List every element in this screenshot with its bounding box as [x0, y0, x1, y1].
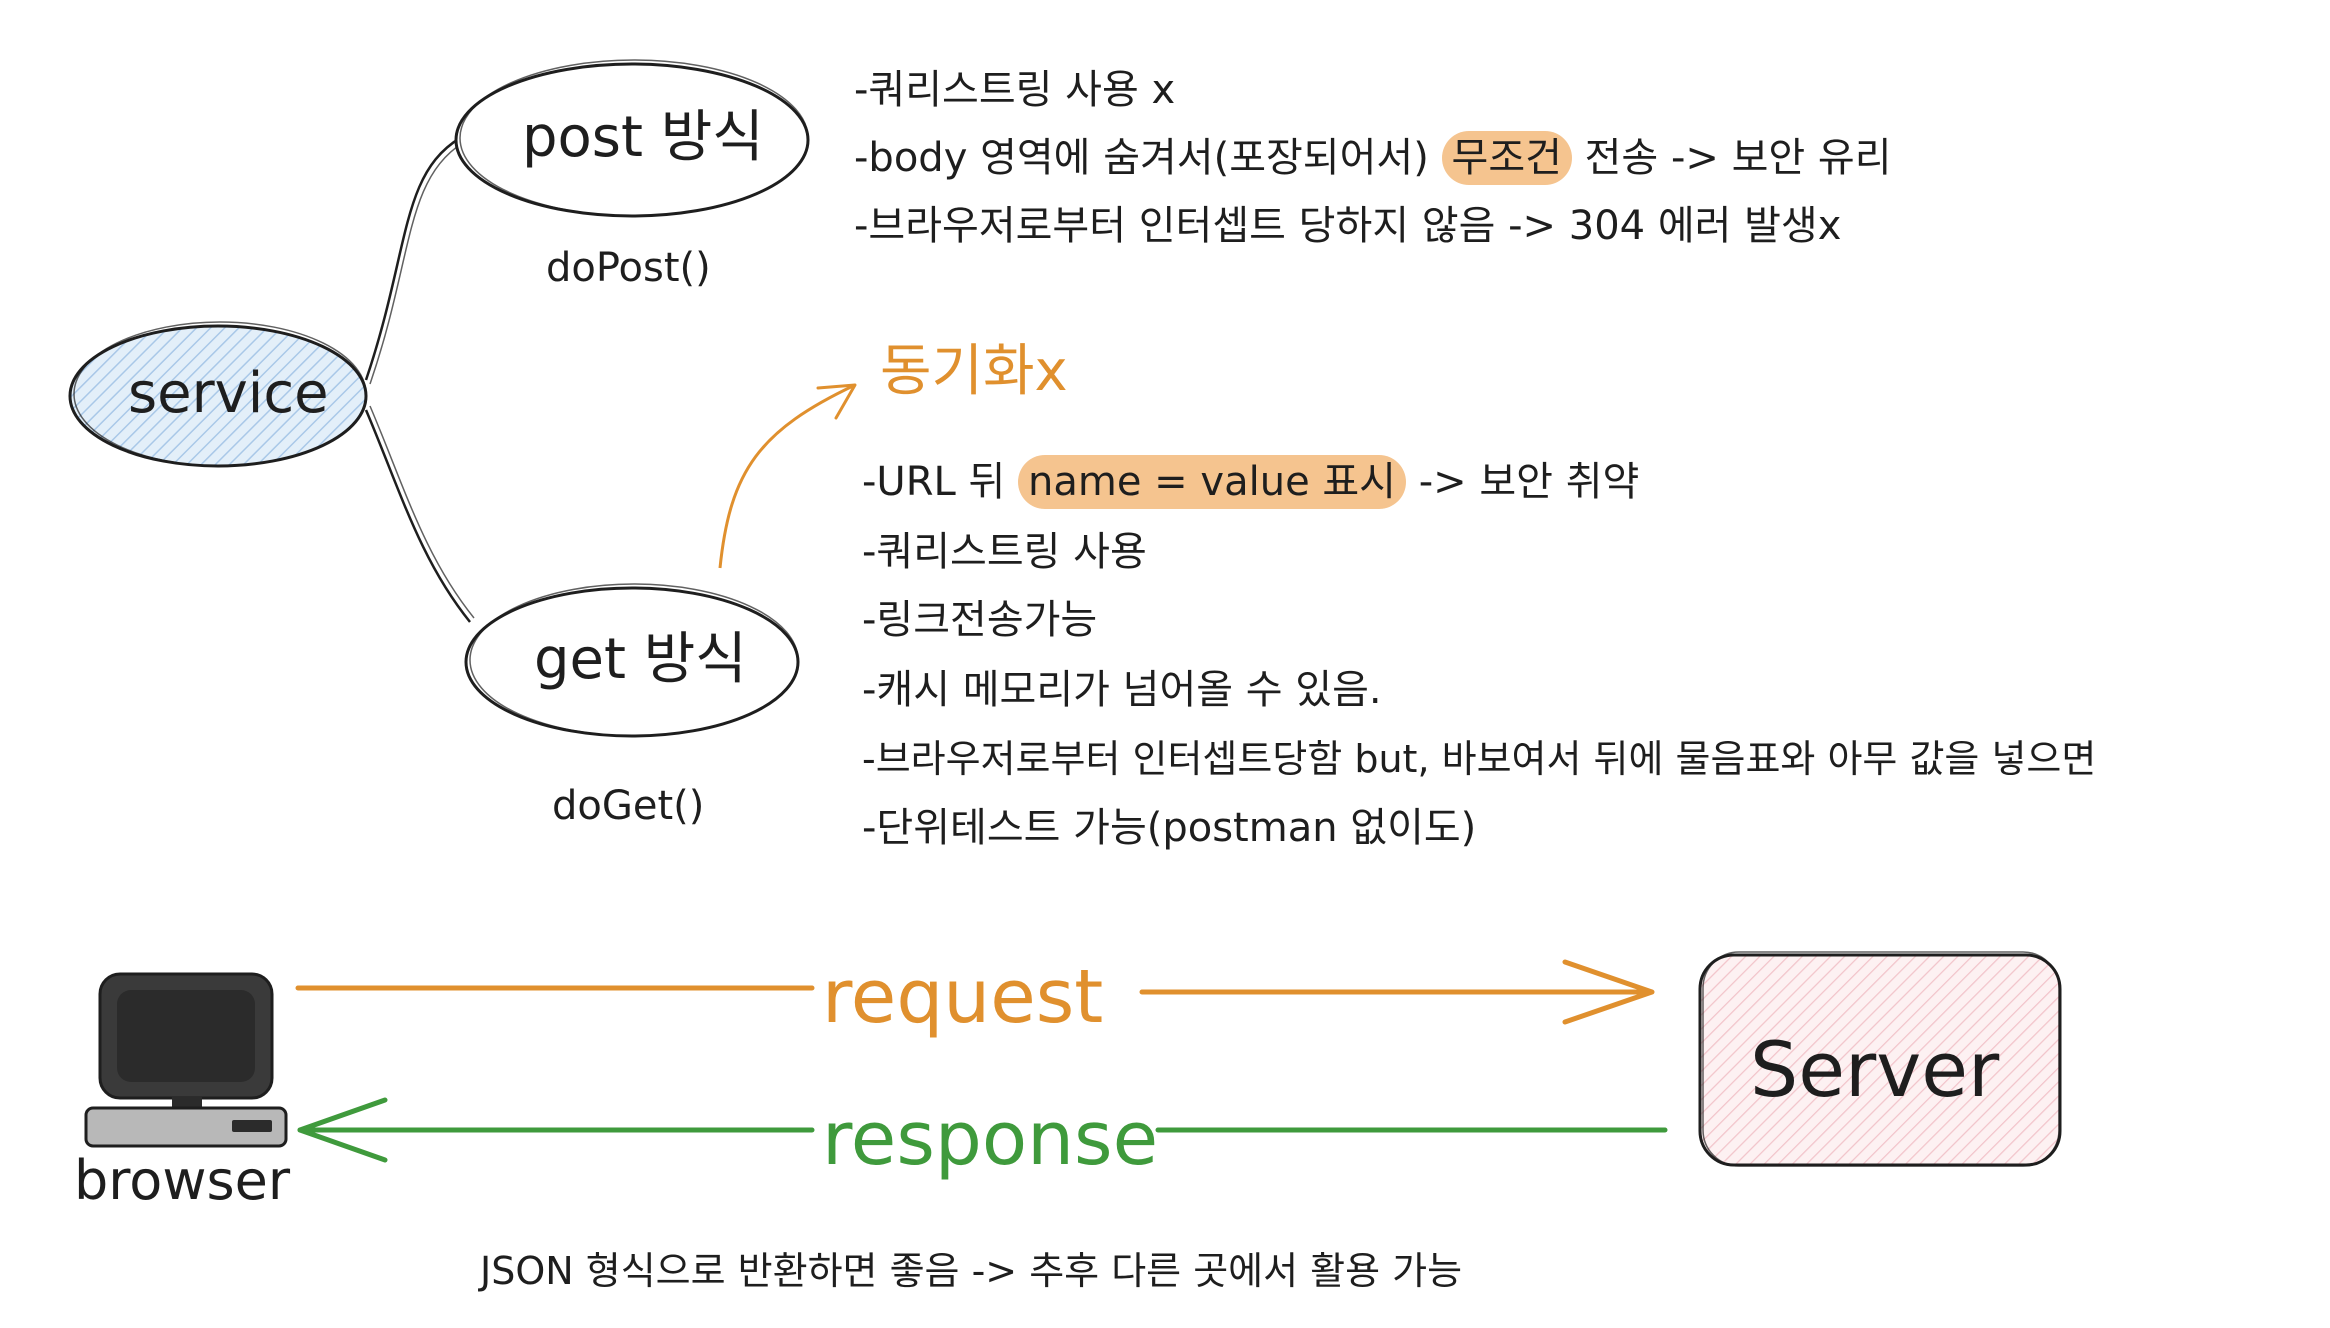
connector-service-post-sketch — [369, 141, 465, 385]
get-note-line-1-prefix: -URL 뒤 — [862, 459, 1019, 505]
response-label: response — [822, 1096, 1159, 1182]
post-note-line-1: -쿼리스트링 사용 x — [854, 67, 1176, 113]
server-node-shape[interactable] — [1698, 953, 2062, 1167]
request-label: request — [822, 954, 1104, 1040]
get-note-line-3: -링크전송가능 — [862, 597, 1098, 643]
get-note-line-4: -캐시 메모리가 넘어올 수 있음. — [862, 667, 1382, 713]
connector-service-get-sketch — [369, 405, 475, 619]
post-method-label: doPost() — [546, 245, 711, 291]
get-node-outline-sketch — [469, 583, 799, 737]
service-node-outline-sketch — [73, 321, 367, 467]
post-note-line-3: -브라우저로부터 인터셉트 당하지 않음 -> 304 에러 발생x — [854, 203, 1842, 249]
get-note-highlight: name = value 표시 — [1018, 455, 1406, 509]
post-note-line-2-suffix: 전송 -> 보안 유리 — [1571, 135, 1892, 181]
get-note-line-2: -쿼리스트링 사용 — [862, 529, 1147, 575]
post-note-line-2: -body 영역에 숨겨서(포장되어서) 무조건 전송 -> 보안 유리 — [854, 131, 1892, 185]
get-note-line-6: -단위테스트 가능(postman 없이도) — [862, 805, 1477, 851]
sync-arrow-line — [718, 383, 856, 569]
sync-label: 동기화x — [880, 339, 1068, 404]
connector-service-post — [364, 136, 461, 381]
post-note-line-2-prefix: -body 영역에 숨겨서(포장되어서) — [854, 135, 1442, 181]
connector-service-get — [364, 409, 471, 623]
sync-arrow-head — [816, 383, 857, 420]
get-note-line-1-suffix: -> 보안 취약 — [1406, 459, 1640, 505]
service-node-label: service — [128, 361, 329, 426]
get-note-line-5: -브라우저로부터 인터셉트당함 but, 바보여서 뒤에 물음표와 아무 값을 … — [862, 737, 2097, 781]
post-node-outline-sketch — [459, 59, 809, 217]
post-note-highlight: 무조건 — [1441, 131, 1572, 185]
browser-label: browser — [74, 1149, 291, 1212]
get-method-label: doGet() — [552, 783, 705, 829]
server-node-label: Server — [1750, 1025, 2000, 1114]
footer-note: JSON 형식으로 반환하면 좋음 -> 추후 다른 곳에서 활용 가능 — [480, 1249, 1463, 1293]
get-note-line-1: -URL 뒤 name = value 표시 -> 보안 취약 — [862, 455, 1640, 509]
server-node-outline-sketch — [1702, 951, 2060, 1167]
post-node-label: post 방식 — [522, 105, 764, 170]
response-arrow-head — [297, 1097, 388, 1163]
computer-monitor-icon — [84, 972, 288, 1148]
request-arrow-head — [1562, 959, 1655, 1025]
get-node-label: get 방식 — [534, 627, 747, 692]
